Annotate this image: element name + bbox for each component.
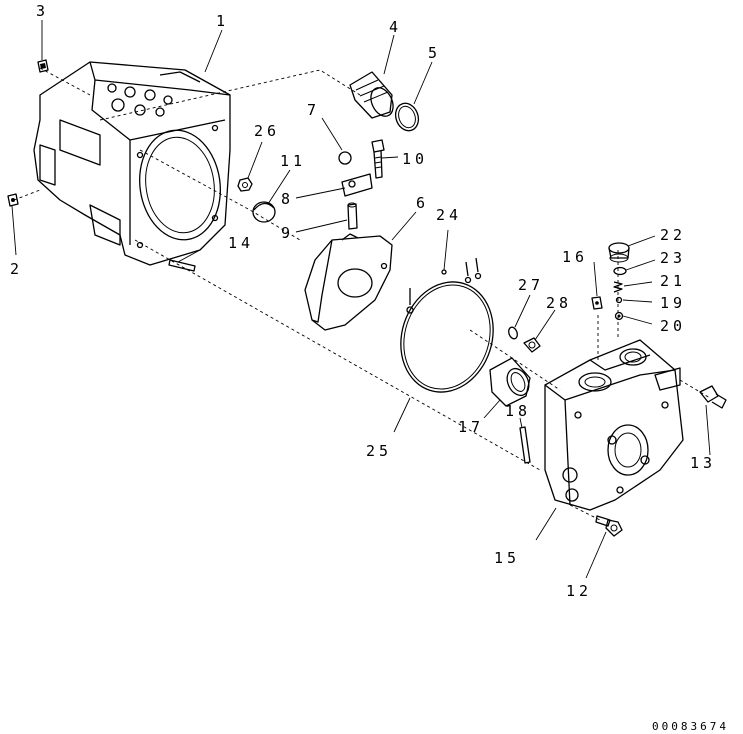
callout-25: 25: [366, 442, 392, 460]
assembly-axis-rear: [39, 67, 91, 96]
callout-11: 11: [280, 152, 306, 170]
callout-9: 9: [281, 224, 294, 242]
callout-labels: 1 2 3 4 5 6 7 8 9 10 11 12 13 14 15 16 1…: [10, 2, 716, 600]
callout-15: 15: [494, 549, 520, 567]
callout-19: 19: [660, 294, 686, 312]
callout-28: 28: [546, 294, 572, 312]
part-13-bolt: [699, 385, 727, 409]
part-23-o-ring: [613, 266, 627, 276]
drawing-reference-number: 00083674: [652, 720, 729, 733]
callout-10: 10: [402, 150, 428, 168]
callout-3: 3: [36, 2, 49, 20]
part-18-pin: [519, 426, 531, 464]
part-14-pin: [168, 259, 196, 272]
callout-6: 6: [416, 194, 429, 212]
callout-22: 22: [660, 226, 686, 244]
callout-16: 16: [562, 248, 588, 266]
callout-23: 23: [660, 249, 686, 267]
callout-21: 21: [660, 272, 686, 290]
part-17-bushing: [489, 357, 531, 407]
assembly-axis-main: [139, 149, 301, 241]
part-21-spring: [613, 281, 623, 293]
part-6-cover: [304, 233, 393, 331]
part-4-sleeve: [349, 71, 394, 119]
part-25-gasket: [400, 281, 494, 393]
part-22-cap: [608, 242, 630, 263]
callout-24: 24: [436, 206, 462, 224]
part-1-pump-housing: [33, 61, 231, 266]
part-26-nut: [237, 177, 253, 192]
callout-27: 27: [518, 276, 544, 294]
callout-7: 7: [307, 101, 320, 119]
callout-1: 1: [216, 12, 229, 30]
part-8-lever: [341, 173, 373, 197]
part-11-cap: [252, 201, 276, 223]
part-19-ball: [615, 296, 623, 304]
assembly-axis-17: [469, 329, 561, 391]
part-12-bolt: [595, 515, 623, 537]
part-20-seat: [614, 311, 624, 321]
callout-5: 5: [428, 44, 441, 62]
callout-8: 8: [281, 190, 294, 208]
assembly-axis-bolt2: [13, 189, 41, 201]
part-10-screw: [371, 139, 385, 179]
callout-17: 17: [458, 418, 484, 436]
callout-4: 4: [389, 18, 402, 36]
part-28-plug: [523, 337, 541, 353]
part-7-ball: [338, 151, 352, 165]
part-9-pin: [347, 202, 358, 230]
leader-lines: [11, 20, 711, 579]
callout-12: 12: [566, 582, 592, 600]
callout-14: 14: [228, 234, 254, 252]
callout-18: 18: [505, 402, 531, 420]
callout-26: 26: [254, 122, 280, 140]
part-16-plug: [591, 296, 603, 310]
part-3-plug: [37, 59, 49, 73]
part-2-plug: [7, 193, 19, 207]
callout-2: 2: [10, 260, 23, 278]
part-15-valve-block: [544, 339, 684, 511]
part-5-o-ring: [394, 102, 420, 132]
part-27-o-ring: [508, 326, 518, 340]
callout-20: 20: [660, 317, 686, 335]
callout-13: 13: [690, 454, 716, 472]
